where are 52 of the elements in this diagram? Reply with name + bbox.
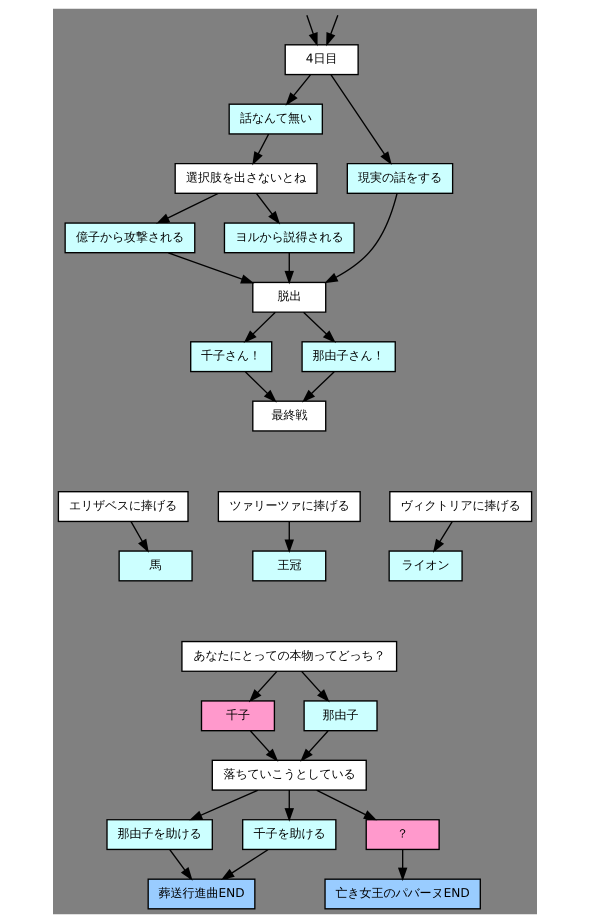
- arrow: [398, 850, 408, 882]
- node-box: ヨルから説得される: [224, 222, 355, 254]
- arrow: [252, 134, 270, 166]
- node-box: 最終戦: [252, 400, 326, 432]
- arrow: [285, 74, 312, 106]
- arrow: [248, 671, 278, 702]
- node-box: 那由子さん！: [301, 341, 396, 372]
- arrow: [324, 194, 398, 284]
- node-box: 選択肢を出さないとね: [174, 162, 318, 194]
- arrow: [306, 15, 318, 46]
- node-box: 千子を助ける: [242, 819, 337, 850]
- arrow: [244, 371, 277, 403]
- node-box: 千子さん！: [190, 341, 272, 372]
- node-box: 4日目: [284, 44, 359, 76]
- node-box: ライオン: [388, 550, 463, 582]
- arrow: [169, 849, 193, 881]
- arrow: [284, 522, 294, 554]
- arrow: [220, 849, 268, 880]
- node-box: 王冠: [252, 550, 326, 582]
- arrow: [188, 790, 258, 820]
- arrow: [284, 790, 294, 822]
- arrow: [302, 371, 335, 403]
- node-box: 脱出: [252, 282, 326, 313]
- node-box: 現実の話をする: [346, 162, 454, 194]
- arrow: [156, 192, 218, 224]
- node-box: 億子から攻撃される: [64, 222, 196, 254]
- arrow: [284, 252, 294, 284]
- arrow: [300, 730, 329, 762]
- arrow: [301, 671, 330, 702]
- node-box: 馬: [118, 550, 193, 582]
- arrow: [250, 730, 278, 762]
- arrow: [168, 252, 254, 284]
- node-box: エリザベスに捧げる: [58, 491, 189, 522]
- node-box: 千子: [200, 700, 276, 732]
- arrow: [130, 521, 149, 553]
- node-box: 那由子を助ける: [106, 819, 213, 850]
- node-box: 葬送行進曲END: [148, 878, 256, 910]
- arrow: [330, 74, 392, 166]
- arrow: [303, 312, 336, 344]
- node-box: 那由子: [303, 700, 378, 732]
- arrow: [256, 193, 280, 225]
- node-box: 落ちていこうとしている: [212, 760, 367, 791]
- arrow: [316, 790, 378, 821]
- arrow: [432, 521, 453, 553]
- node-box: ヴィクトリアに捧げる: [389, 491, 532, 522]
- node-box: あなたにとっての本物ってどっち？: [181, 640, 398, 672]
- node-box: 亡き女王のパバーヌEND: [324, 878, 481, 910]
- arrow: [326, 15, 338, 46]
- node-box: ツァリーツァに捧げる: [218, 491, 361, 522]
- node-box: 話なんて無い: [228, 104, 324, 135]
- arrow: [244, 312, 276, 344]
- node-box: ？: [366, 819, 440, 850]
